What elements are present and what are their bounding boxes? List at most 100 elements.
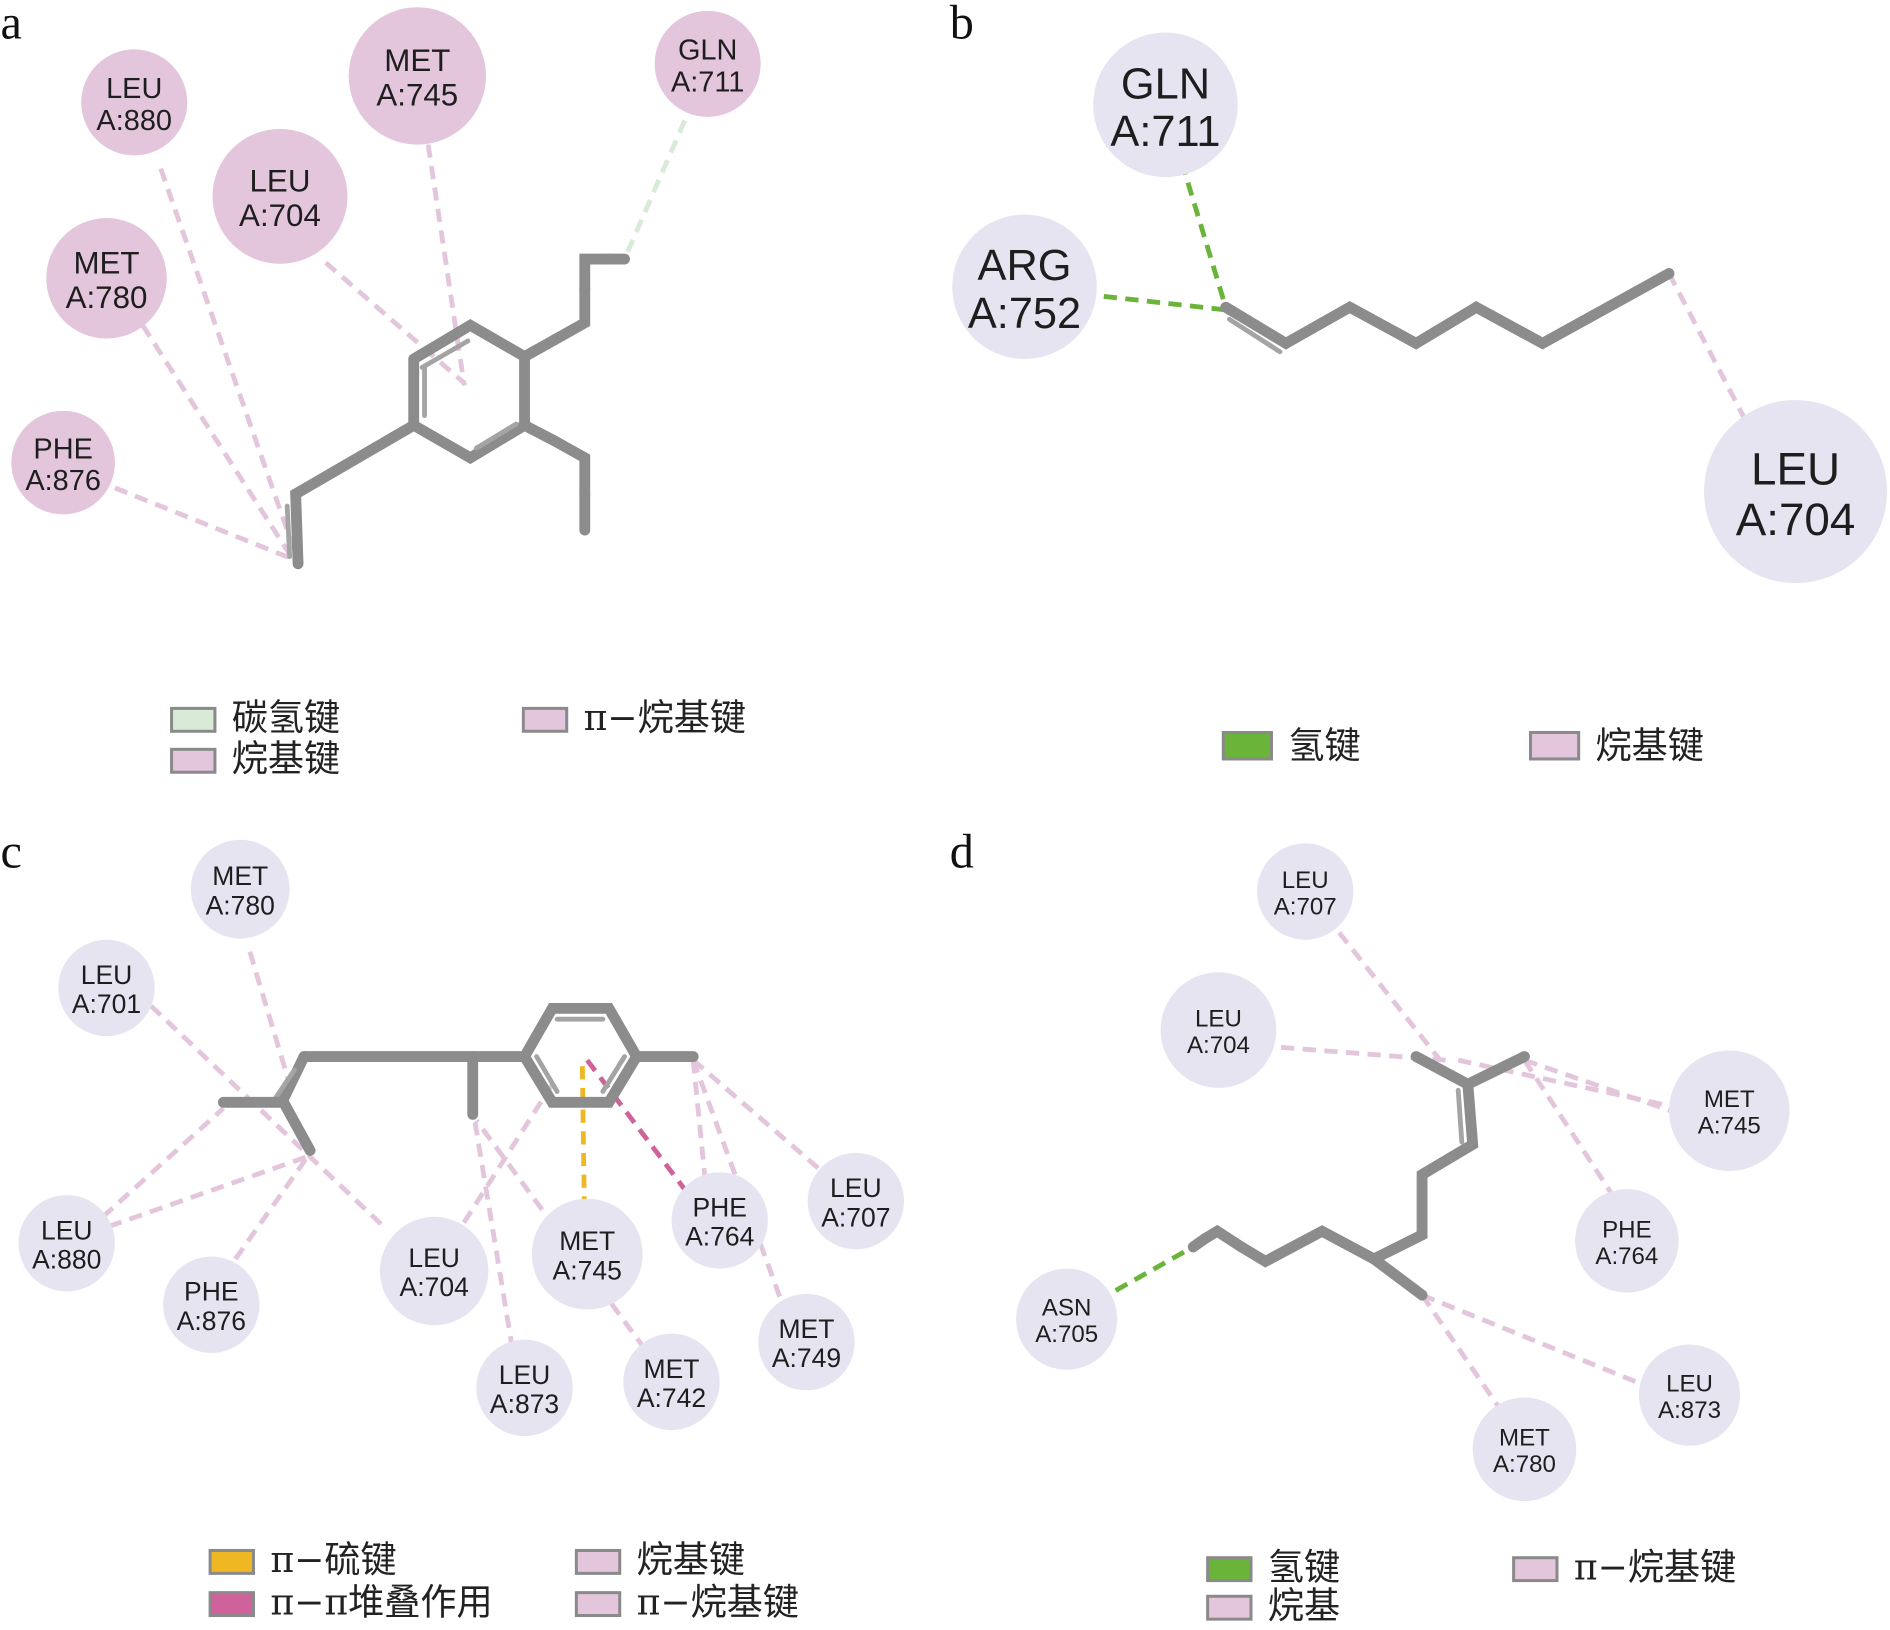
residue-circle <box>807 1152 905 1250</box>
legend-label: 碳氢键 <box>232 696 340 739</box>
bond <box>579 253 615 295</box>
residue-circle <box>1669 1050 1790 1171</box>
residue-name: LEU <box>830 1173 882 1203</box>
legend-label: π−烷基键 <box>637 1580 799 1623</box>
double-bond-line <box>600 1054 627 1094</box>
h-bond-line <box>1095 1244 1195 1304</box>
alkyl-line <box>470 1107 515 1350</box>
legend-label: π−硫键 <box>270 1538 396 1581</box>
residue-id: A:745 <box>553 1255 622 1285</box>
residue-id: A:780 <box>206 890 275 920</box>
residue-name: LEU <box>1195 1005 1242 1032</box>
residue-circle <box>212 128 348 264</box>
residue-name: PHE <box>33 433 92 465</box>
residue-id: A:873 <box>1658 1397 1721 1424</box>
residue-circle <box>476 1339 573 1437</box>
residue-id: A:745 <box>1698 1113 1761 1140</box>
legend-swatch <box>170 706 217 733</box>
alkyl-chain <box>1250 268 1675 350</box>
residue-circle <box>190 839 290 939</box>
residue-name: LEU <box>1666 1370 1713 1397</box>
residue-id: A:707 <box>1274 893 1337 920</box>
double-bond-line <box>473 421 519 451</box>
legend-swatch <box>521 706 569 733</box>
residue-circle <box>952 214 1097 360</box>
residue-name: MET <box>384 43 450 78</box>
alkyl-line <box>114 485 297 563</box>
residue-id: A:876 <box>25 465 101 497</box>
alkyl-line <box>233 1155 310 1261</box>
residue-circle <box>18 1195 115 1292</box>
alkyl-line <box>1420 1293 1503 1411</box>
legend-item: 烷基键 <box>1528 724 1704 767</box>
residue-id: A:711 <box>671 66 744 98</box>
alkyl-line <box>690 1059 708 1181</box>
residue-circle <box>758 1293 855 1391</box>
legend-label: 氢键 <box>1268 1545 1340 1588</box>
residue-name: MET <box>73 246 139 281</box>
residue-id: A:764 <box>685 1222 754 1252</box>
alkyl-line <box>1323 914 1443 1062</box>
legend-label: π−烷基键 <box>1574 1545 1736 1588</box>
legend-item: 氢键 <box>1206 1545 1340 1588</box>
residue-circle <box>1638 1344 1741 1446</box>
legend-label: 烷基 <box>1268 1584 1340 1627</box>
residue-circle <box>11 410 115 515</box>
isopropylidene <box>217 1096 316 1156</box>
residue-id: A:705 <box>1035 1321 1098 1348</box>
legend-item: 烷基 <box>1206 1584 1340 1627</box>
legend-item: π−烷基键 <box>574 1580 799 1623</box>
alkyl-line <box>1523 1057 1682 1117</box>
residue-name: LEU <box>81 960 133 990</box>
double-bond <box>278 1051 310 1105</box>
allyl-chain <box>290 419 420 570</box>
residue-name: MET <box>778 1314 834 1344</box>
double-bond-line <box>284 503 293 559</box>
legend-item: π−烷基键 <box>521 696 746 739</box>
legend-swatch <box>170 747 217 774</box>
alkyl-line <box>108 1154 309 1229</box>
bond <box>519 334 561 363</box>
residue-name: PHE <box>1602 1216 1652 1243</box>
residue-name: PHE <box>184 1277 239 1307</box>
residue-id: A:742 <box>637 1383 706 1413</box>
residue-id: A:780 <box>1493 1451 1556 1478</box>
residue-id: A:745 <box>376 78 458 113</box>
residue-name: LEU <box>41 1215 93 1245</box>
alkyl-line <box>140 323 292 556</box>
oxygen-bond <box>549 435 591 500</box>
oxygen-bond <box>549 283 591 346</box>
residue-circle <box>348 7 486 145</box>
pi-alkyl-line <box>324 260 466 385</box>
residue-name: LEU <box>408 1243 460 1273</box>
legend-label: π−烷基键 <box>584 696 746 739</box>
legend-swatch <box>1206 1556 1253 1583</box>
residue-circle <box>1575 1189 1679 1293</box>
alkyl-line <box>158 167 298 555</box>
residue-id: A:873 <box>490 1389 559 1419</box>
panel-label-d: d <box>950 825 974 878</box>
residue-circle <box>81 49 188 156</box>
residue-circle <box>654 10 761 117</box>
panel-label-b: b <box>950 0 974 50</box>
alkyl-line <box>691 1058 828 1177</box>
residue-id: A:704 <box>400 1272 469 1302</box>
residue-id: A:764 <box>1595 1243 1658 1270</box>
legend-item: 氢键 <box>1221 724 1361 767</box>
residue-name: LEU <box>1751 444 1840 495</box>
residue-circle <box>1016 1268 1118 1370</box>
legend-swatch <box>1206 1594 1253 1621</box>
residue-circle <box>531 1198 643 1310</box>
